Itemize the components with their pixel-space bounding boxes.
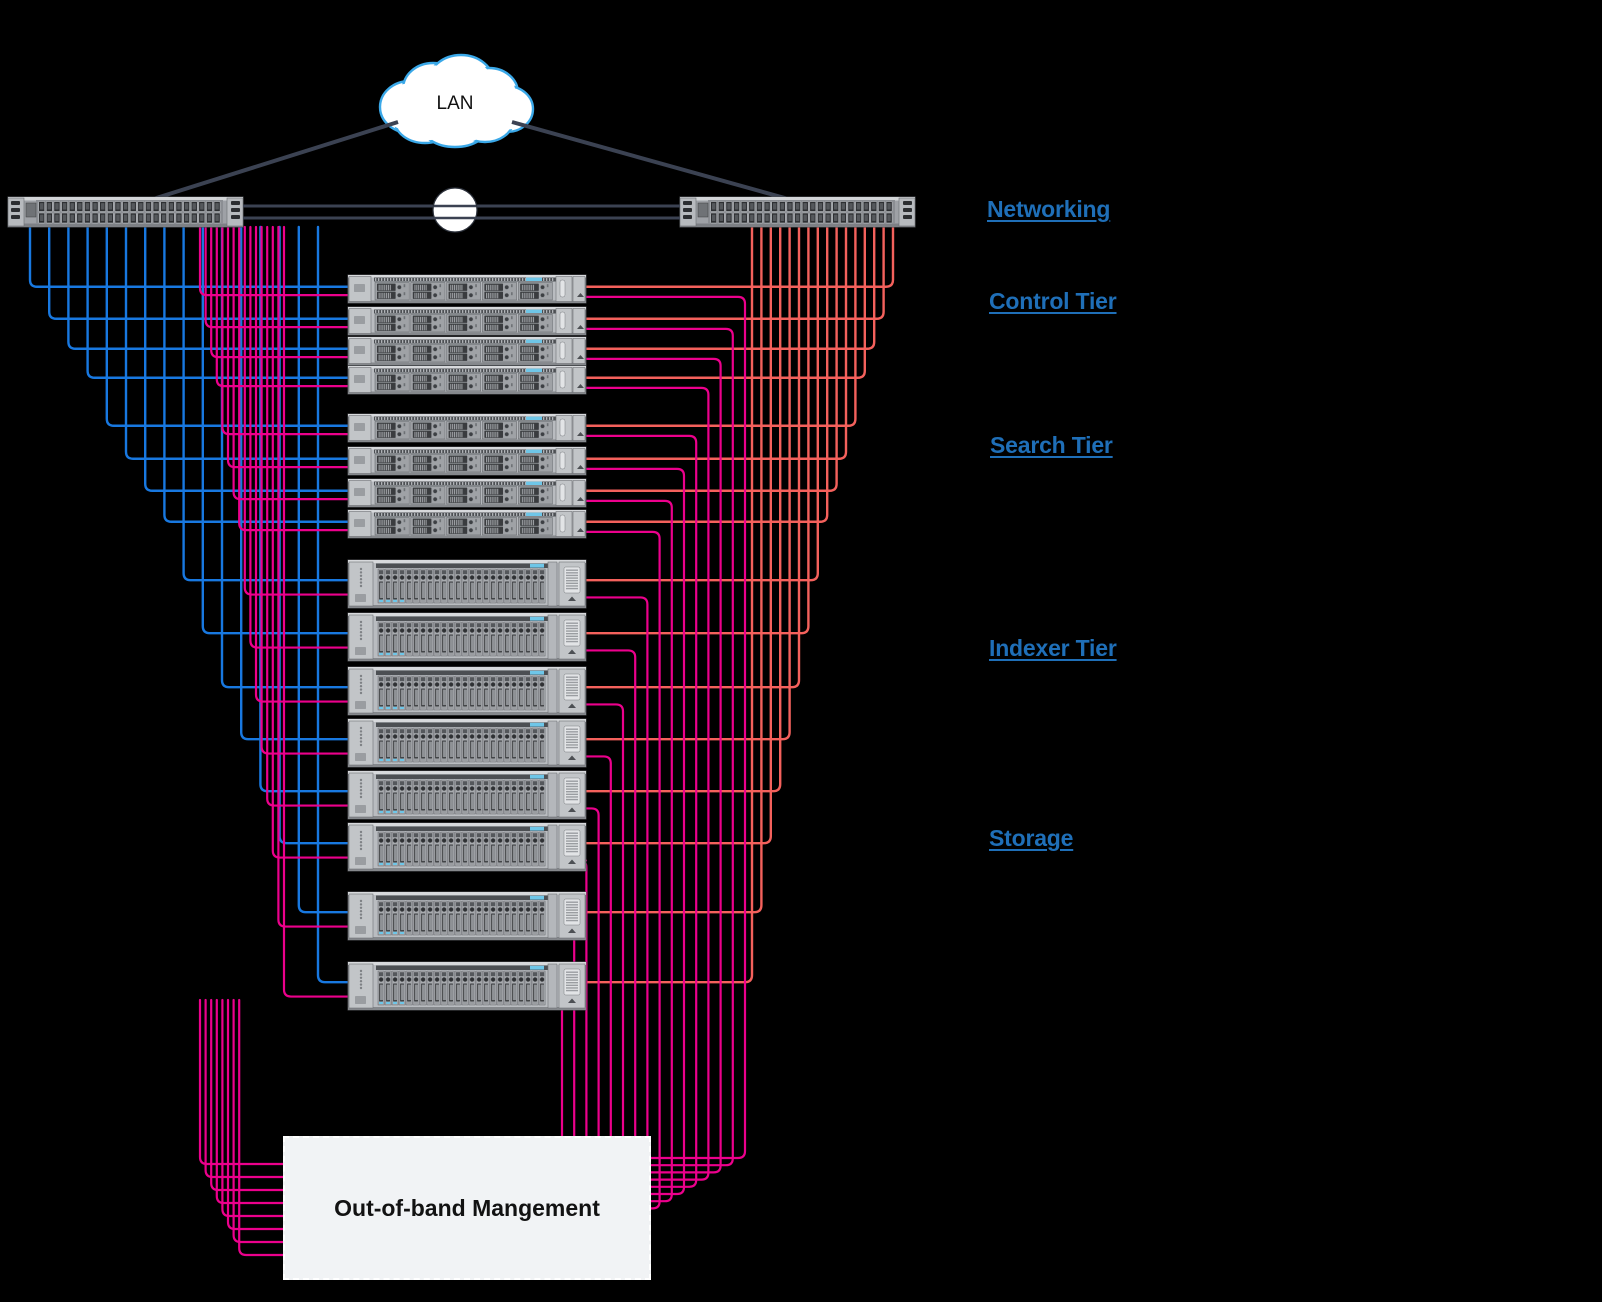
cable-magenta-oob-srch-4 [584, 530, 661, 1210]
cable-magenta-in-sto-2 [282, 225, 350, 998]
uplink-right [511, 120, 793, 202]
cable-blue-idx-4 [240, 225, 350, 741]
indexer-tier-server-1[interactable] [347, 559, 587, 609]
cable-red-ctrl-3 [584, 225, 876, 350]
cable-red-sto-1 [584, 225, 763, 914]
lan-cloud[interactable] [378, 53, 535, 149]
cable-magenta-in-ctrl-4 [215, 225, 350, 388]
cable-magenta-return-0 [198, 998, 285, 1166]
cable-magenta-in-srch-4 [238, 225, 350, 532]
search-tier-server-1[interactable] [347, 413, 587, 443]
cable-red-srch-1 [584, 225, 857, 427]
cable-magenta-return-3 [215, 998, 285, 1205]
cable-red-idx-3 [584, 225, 801, 689]
tier-label-indexer[interactable]: Indexer Tier [989, 635, 1117, 661]
cable-blue-srch-2 [124, 225, 350, 460]
cable-magenta-return-2 [210, 998, 285, 1192]
cable-red-srch-2 [584, 225, 848, 460]
cable-magenta-in-idx-3 [254, 225, 350, 703]
cable-blue-srch-4 [163, 225, 350, 523]
uplink-left [149, 120, 399, 202]
cable-magenta-in-ctrl-2 [204, 225, 350, 329]
search-tier-server-2[interactable] [347, 446, 587, 476]
control-tier-server-4[interactable] [347, 365, 587, 395]
cable-magenta-in-sto-1 [277, 225, 350, 928]
cable-magenta-return-4 [221, 998, 285, 1218]
indexer-tier-server-3[interactable] [347, 666, 587, 716]
cable-blue-idx-3 [220, 225, 350, 689]
control-tier-server-2[interactable] [347, 306, 587, 336]
cable-red-ctrl-4 [584, 225, 866, 379]
indexer-tier-server-4[interactable] [347, 718, 587, 768]
cable-blue-idx-1 [182, 225, 350, 582]
cable-blue-idx-2 [201, 225, 350, 635]
cable-red-srch-4 [584, 225, 829, 523]
cable-red-idx-1 [584, 225, 819, 582]
cable-magenta-in-idx-4 [260, 225, 350, 755]
lan-cloud-label: LAN [436, 93, 474, 114]
cable-red-idx-6 [584, 225, 772, 845]
control-tier-server-1[interactable] [347, 274, 587, 304]
control-tier-server-3[interactable] [347, 336, 587, 366]
cable-blue-sto-2 [316, 225, 350, 984]
cable-magenta-in-srch-3 [232, 225, 350, 501]
cable-blue-ctrl-1 [28, 225, 350, 288]
cable-blue-ctrl-3 [67, 225, 350, 350]
tier-label-control[interactable]: Control Tier [989, 288, 1117, 314]
cable-magenta-in-srch-2 [226, 225, 350, 469]
top-of-rack-switch-left[interactable] [7, 196, 244, 228]
out-of-band-management-box[interactable]: Out-of-band Mangement [283, 1136, 651, 1280]
cable-magenta-return-7 [238, 998, 285, 1257]
cable-magenta-in-idx-2 [249, 225, 350, 649]
cable-red-idx-2 [584, 225, 810, 635]
cable-red-srch-3 [584, 225, 838, 492]
indexer-tier-server-5[interactable] [347, 770, 587, 820]
cable-magenta-oob-srch-2 [584, 467, 686, 1196]
cable-magenta-oob-ctrl-2 [584, 327, 734, 1167]
cable-red-idx-5 [584, 225, 782, 793]
search-tier-server-4[interactable] [347, 509, 587, 539]
cable-blue-ctrl-4 [86, 225, 350, 379]
cable-magenta-in-ctrl-3 [210, 225, 350, 359]
cable-blue-ctrl-2 [48, 225, 350, 320]
indexer-tier-server-6[interactable] [347, 822, 587, 872]
top-of-rack-switch-right[interactable] [679, 196, 916, 228]
cable-blue-srch-1 [105, 225, 350, 427]
tier-label-storage[interactable]: Storage [989, 825, 1074, 851]
cable-magenta-oob-srch-1 [584, 434, 698, 1188]
indexer-tier-server-2[interactable] [347, 612, 587, 662]
cable-blue-sto-1 [297, 225, 350, 914]
cable-magenta-return-6 [232, 998, 285, 1244]
cable-magenta-in-idx-6 [271, 225, 350, 859]
cable-magenta-in-srch-1 [221, 225, 350, 436]
cable-magenta-oob-srch-3 [584, 499, 673, 1203]
search-tier-server-3[interactable] [347, 478, 587, 508]
tier-label-search[interactable]: Search Tier [990, 432, 1113, 458]
cable-red-idx-4 [584, 225, 791, 741]
cable-blue-srch-3 [144, 225, 350, 492]
cable-magenta-in-ctrl-1 [198, 225, 350, 297]
cable-magenta-oob-ctrl-3 [584, 357, 722, 1174]
cable-red-ctrl-2 [584, 225, 885, 320]
cable-magenta-return-5 [226, 998, 285, 1231]
cable-blue-idx-6 [278, 225, 350, 845]
cable-magenta-return-1 [204, 998, 285, 1179]
cable-magenta-in-idx-1 [243, 225, 350, 596]
cable-magenta-oob-ctrl-1 [584, 295, 747, 1160]
switch-interconnect-node[interactable] [432, 187, 478, 233]
tier-label-networking[interactable]: Networking [987, 196, 1111, 222]
storage-server-1[interactable] [347, 891, 587, 941]
cable-magenta-oob-ctrl-4 [584, 386, 710, 1181]
cable-red-ctrl-1 [584, 225, 895, 288]
oob-label: Out-of-band Mangement [334, 1194, 600, 1221]
cable-magenta-in-idx-5 [266, 225, 350, 807]
storage-server-2[interactable] [347, 961, 587, 1011]
